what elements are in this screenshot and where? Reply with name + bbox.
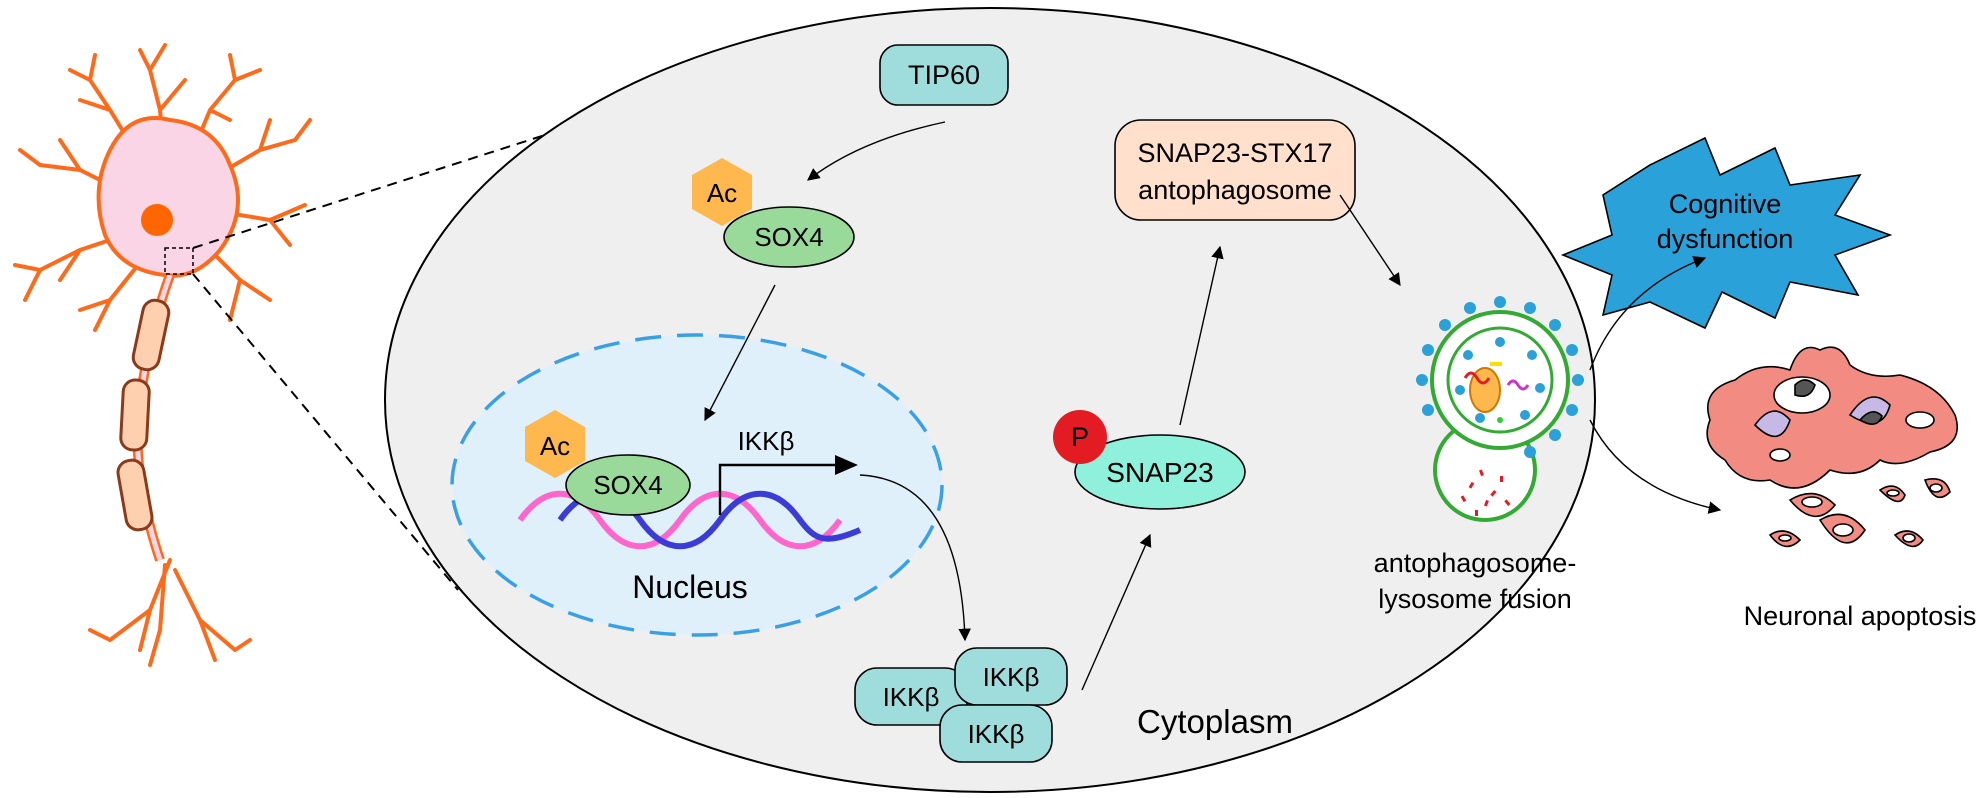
cytoplasm-label: Cytoplasm: [1137, 703, 1293, 740]
ac-top-label: Ac: [707, 178, 737, 208]
fusion-line1: antophagosome-: [1374, 548, 1577, 578]
transcription-start-arrow: [718, 463, 835, 515]
zoom-box: [164, 247, 194, 275]
sox4-acetylated-nucleus: SOX4 Ac: [525, 410, 691, 516]
acetyl-hexagon-top: [692, 158, 752, 226]
cognitive-line2: dysfunction: [1657, 224, 1794, 254]
acetyl-hexagon-nucleus: [525, 410, 585, 478]
arrow-complex-to-fusion: [1339, 194, 1401, 287]
cognitive-line1: Cognitive: [1669, 189, 1782, 219]
zoom-line-top: [192, 134, 546, 249]
transcription-arrowhead: [835, 455, 858, 475]
apoptosis-label: Neuronal apoptosis: [1744, 601, 1977, 631]
arrow-gene-to-ikkb: [859, 474, 971, 642]
nucleus-label: Nucleus: [632, 569, 748, 605]
starburst-icon: Cognitive dysfunction: [1560, 136, 1893, 330]
arrow-sox4-to-nucleus: [704, 284, 776, 422]
phospho-circle: [1053, 410, 1107, 464]
neuron-nucleus-icon: [141, 204, 173, 236]
snap23-phosphorylated: SNAP23 P: [1053, 410, 1246, 510]
ac-nucleus-label: Ac: [540, 431, 570, 461]
ikkb-label-1: IKKβ: [883, 682, 940, 712]
snap-stx-line2: antophagosome: [1138, 175, 1332, 205]
fusion-line2: lysosome fusion: [1378, 584, 1572, 614]
apoptotic-cell-icon: [1706, 346, 1958, 548]
sox4-nucleus-label: SOX4: [593, 470, 662, 500]
snap23-label: SNAP23: [1106, 457, 1213, 488]
tip60-box: TIP60: [879, 44, 1009, 106]
ikkb-label-3: IKKβ: [968, 719, 1025, 749]
sox4-acetylated-top: SOX4 Ac: [692, 158, 855, 268]
arrow-fusion-to-apoptosis: [1589, 419, 1722, 514]
arrow-ikkb-to-snap23: [1081, 533, 1152, 691]
autophagosome-lysosome-icon: [1416, 296, 1584, 522]
phospho-label: P: [1071, 422, 1089, 452]
tip60-label: TIP60: [908, 60, 980, 90]
snap-stx-line1: SNAP23-STX17: [1137, 138, 1332, 168]
ikkb-cluster: IKKβ IKKβ IKKβ: [854, 647, 1068, 763]
arrow-tip60-to-sox4: [807, 121, 946, 181]
neuron-icon: [13, 43, 312, 667]
nucleus-region: [450, 333, 944, 637]
arrow-snap23-to-complex: [1179, 245, 1224, 426]
ikkb-gene-label: IKKβ: [738, 426, 795, 456]
snap23-stx17-box: SNAP23-STX17 antophagosome: [1114, 119, 1356, 221]
sox4-top-label: SOX4: [754, 222, 823, 252]
arrow-fusion-to-cognitive: [1589, 256, 1707, 371]
zoom-line-bottom: [192, 273, 459, 591]
ikkb-label-2: IKKβ: [983, 662, 1040, 692]
